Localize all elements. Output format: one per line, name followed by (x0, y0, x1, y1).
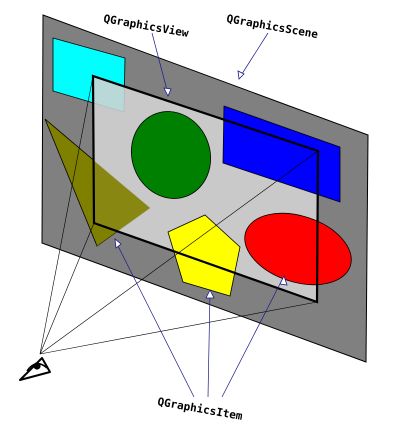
qgraphicsscene-label: QGraphicsScene (225, 12, 319, 41)
qgraphicsitem-label: QGraphicsItem (156, 395, 243, 423)
label-pointers (115, 32, 284, 398)
green-ellipse-item (130, 111, 212, 199)
yellow-pentagon-item (167, 214, 241, 297)
projection-lines (39, 75, 319, 355)
item-arrow-head-1 (114, 238, 122, 249)
arrow-heads (114, 70, 288, 299)
olive-triangle-inside-view (93, 160, 150, 246)
red-ellipse-item (244, 212, 352, 286)
item-arrow-head-2 (205, 289, 215, 299)
scene-arrow-head (237, 70, 245, 80)
eye-icon (19, 357, 51, 381)
qgraphicsview-label: QGraphicsView (102, 12, 189, 40)
item-arrow-head-3 (279, 274, 288, 286)
view-arrow-head (163, 87, 172, 97)
